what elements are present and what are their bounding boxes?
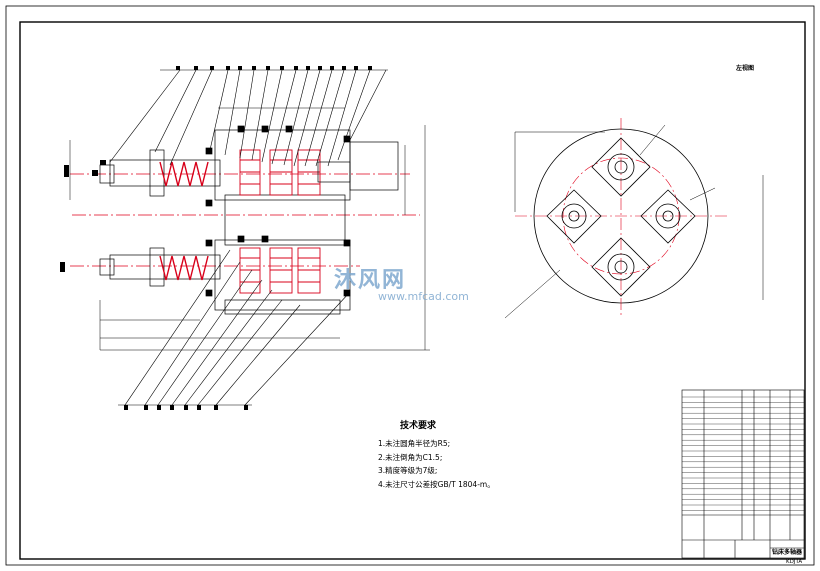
gear-hatching-upper bbox=[239, 149, 321, 196]
spindle-bottom bbox=[591, 237, 651, 297]
technical-requirements: 技术要求 1.未注圆角半径为R5; 2.未注倒角为C1.5; 3.精度等级为7级… bbox=[378, 418, 578, 491]
misc-marks bbox=[60, 160, 106, 272]
upper-shaft bbox=[109, 159, 221, 187]
requirement-item-1: 1.未注圆角半径为R5; bbox=[378, 439, 451, 448]
side-view-label: 左视图 bbox=[736, 65, 755, 72]
input-flange bbox=[349, 141, 399, 191]
watermark-url: www.mfcad.com bbox=[378, 290, 469, 303]
lower-spring bbox=[159, 255, 209, 281]
upper-spring bbox=[159, 161, 209, 187]
requirement-item-3: 3.精度等级为7级; bbox=[378, 466, 438, 475]
input-shaft bbox=[317, 161, 351, 183]
side-dimensions bbox=[504, 124, 764, 319]
leader-balloons bbox=[124, 66, 372, 410]
spindle-right bbox=[640, 189, 696, 244]
requirement-item-2: 2.未注倒角为C1.5; bbox=[378, 452, 443, 462]
spindle-left bbox=[546, 189, 602, 244]
technical-requirements-title: 技术要求 bbox=[400, 421, 437, 431]
title-block bbox=[681, 389, 805, 559]
lower-shaft bbox=[109, 254, 221, 280]
lower-nut bbox=[149, 247, 165, 287]
requirement-item-4: 4.未注尺寸公差按GB/T 1804-m。 bbox=[378, 479, 495, 489]
spindle-top bbox=[591, 137, 651, 197]
bill-of-materials-rows bbox=[682, 396, 804, 511]
upper-nut bbox=[149, 149, 165, 197]
front-section-view bbox=[69, 66, 430, 410]
leader-lines-bottom bbox=[118, 249, 351, 406]
watermark-logo: 沐风网 www.mfcad.com bbox=[334, 262, 469, 303]
housing-upper bbox=[214, 129, 351, 201]
side-view bbox=[504, 118, 764, 319]
title-block-drawing-name: 钻床多轴器 bbox=[772, 549, 803, 556]
bolts bbox=[205, 125, 351, 297]
housing-lower bbox=[214, 239, 351, 311]
upper-shaft-tip bbox=[99, 164, 115, 184]
inner-border bbox=[19, 21, 806, 560]
leader-lines-top bbox=[109, 69, 388, 167]
housing-bottom-plate bbox=[224, 299, 341, 315]
title-block-drawing-code: KDJTA bbox=[786, 559, 803, 565]
watermark-cn: 沐风网 bbox=[334, 268, 407, 293]
lower-shaft-tip bbox=[99, 258, 115, 276]
outer-border bbox=[5, 5, 815, 566]
